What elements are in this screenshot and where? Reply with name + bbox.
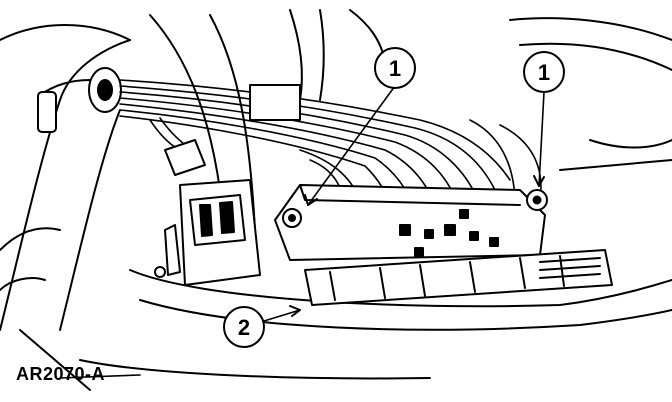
leader-lines — [59, 85, 545, 379]
callout-1-right: 1 — [523, 51, 565, 93]
callout-1-left-number: 1 — [389, 56, 401, 81]
module-bracket — [274, 184, 546, 261]
harness-retainer — [304, 249, 613, 306]
mounting-nut-left — [282, 208, 302, 228]
shaft-assembly — [37, 67, 122, 133]
figure-id-label: AR2070-A — [16, 364, 106, 384]
callout-1-left: 1 — [374, 47, 416, 89]
callout-1-right-number: 1 — [538, 60, 550, 85]
callout-2: 2 — [223, 306, 265, 348]
callout-2-number: 2 — [238, 315, 250, 340]
panel-outlines — [0, 9, 672, 391]
electrical-connector — [154, 139, 261, 286]
mounting-nut-right — [526, 189, 548, 211]
